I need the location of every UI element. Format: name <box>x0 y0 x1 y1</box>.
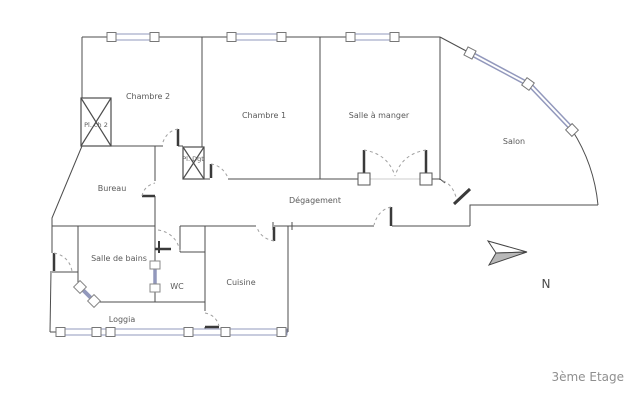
window-junction <box>55 327 66 337</box>
room-label-salon: Salon <box>503 137 525 146</box>
window-junction <box>149 32 160 42</box>
room-label-chambre1: Chambre 1 <box>242 111 286 120</box>
door-entry <box>439 178 472 206</box>
door-cuisine-loggia <box>204 312 220 329</box>
windows-loggia-band <box>55 327 288 337</box>
room-label-degagement: Dégagement <box>289 195 341 205</box>
north-arrow-upper <box>486 240 528 254</box>
window-junction <box>564 122 580 138</box>
glazing-sdb-corner <box>72 279 102 309</box>
window-junction <box>276 327 287 337</box>
exterior-walls <box>49 36 599 333</box>
door-double-salle-a-manger <box>357 149 433 186</box>
wall-salon-south <box>469 204 598 226</box>
glazing-sdb-wc-partition <box>149 260 161 293</box>
north-arrow-icon <box>486 240 528 266</box>
door-exterior-left <box>52 252 73 272</box>
door-arc <box>204 312 220 327</box>
placard-box <box>182 146 205 180</box>
door-arcs <box>363 149 427 177</box>
doors <box>52 128 472 329</box>
door-hinge-block <box>357 172 371 186</box>
room-label-cuisine: Cuisine <box>226 278 255 287</box>
door-arc <box>157 229 181 252</box>
window-junction <box>389 32 400 42</box>
room-label-placard-degagement: Pl. Dgt <box>182 155 204 163</box>
window-junction <box>183 327 194 337</box>
glazing-end <box>149 283 161 293</box>
window-junction <box>276 32 287 42</box>
compass-north-label: N <box>542 277 551 291</box>
door-jamb <box>439 178 446 184</box>
room-label-salle-a-manger: Salle à manger <box>349 111 410 120</box>
placard-degagement-box <box>182 146 205 180</box>
door-arc <box>53 252 73 272</box>
door-arc <box>373 206 392 226</box>
door-arc <box>161 128 179 146</box>
window-glazing-core <box>469 52 572 129</box>
window-junction <box>91 327 102 337</box>
window-junction <box>106 32 117 42</box>
door-cuisine <box>256 226 276 242</box>
glazing-end <box>86 293 102 309</box>
windows-top-wall <box>106 32 400 42</box>
door-arc <box>141 182 156 197</box>
window-glazing <box>468 50 573 130</box>
placard-box <box>80 97 112 147</box>
window-junction <box>220 327 231 337</box>
wall-left-diagonal <box>51 145 83 253</box>
room-label-loggia: Loggia <box>109 315 136 324</box>
windows-salon-facade <box>463 46 580 138</box>
door-leaf <box>452 187 472 206</box>
door-posts <box>362 150 428 173</box>
door-hinge-block <box>419 172 433 186</box>
door-chambre1 <box>209 163 229 179</box>
room-label-salle-de-bains: Salle de bains <box>91 254 147 263</box>
wall-corridor-east <box>179 226 205 253</box>
window-junction <box>345 32 356 42</box>
door-arc <box>210 163 229 179</box>
room-label-placard-chambre2: Pl. ch 2 <box>84 121 108 129</box>
door-wc <box>155 229 181 253</box>
wall-left-lower <box>49 270 52 333</box>
door-terrace-degagement <box>373 206 393 226</box>
glazing-end <box>72 279 88 295</box>
wall-salon-facade-curve <box>439 36 599 206</box>
placard-cross <box>182 146 205 180</box>
room-label-wc: WC <box>170 282 184 291</box>
glazing-end <box>149 260 161 270</box>
door-arc <box>256 226 275 242</box>
placard-cross <box>80 97 112 147</box>
floor-title: 3ème Etage <box>551 370 624 384</box>
placard-chambre2-box <box>80 97 112 147</box>
window-junction <box>463 46 477 60</box>
window-band <box>55 328 288 336</box>
door-chambre2 <box>161 128 180 146</box>
window-junction <box>105 327 116 337</box>
north-arrow-lower <box>487 251 528 266</box>
glazing-line <box>80 287 94 301</box>
interior-walls <box>52 37 441 332</box>
room-label-bureau: Bureau <box>98 184 127 193</box>
window-junction <box>226 32 237 42</box>
room-label-chambre2: Chambre 2 <box>126 92 170 101</box>
door-arc <box>442 180 457 198</box>
window-junction <box>521 77 535 91</box>
door-bureau <box>141 182 156 198</box>
